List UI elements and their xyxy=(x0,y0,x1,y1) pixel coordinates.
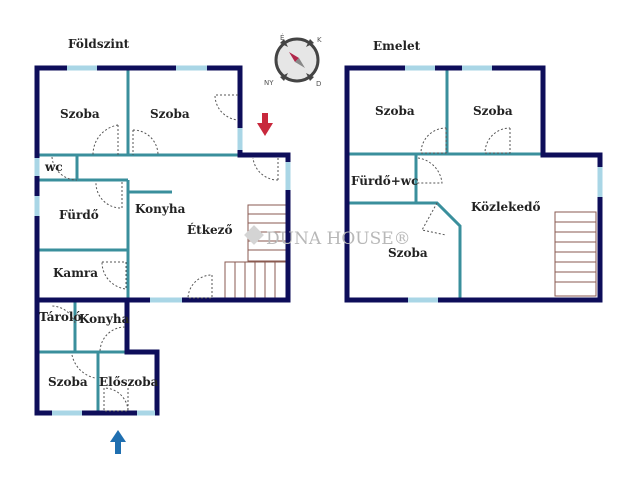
room-label: Szoba xyxy=(375,104,415,118)
watermark: DUNA HOUSE® xyxy=(244,225,411,249)
ground-stairs xyxy=(224,204,287,299)
room-label: Előszoba xyxy=(99,375,159,389)
room-label: wc xyxy=(44,160,63,174)
compass-north: É xyxy=(280,33,284,42)
room-label: Szoba xyxy=(48,375,88,389)
ground-floor-title: Földszint xyxy=(68,37,130,51)
upper-interior-walls xyxy=(347,68,543,300)
room-label: Konyha xyxy=(135,202,186,216)
ground-outer-walls xyxy=(34,65,291,416)
upper-floor-title: Emelet xyxy=(373,39,421,53)
watermark-logo-icon xyxy=(244,225,264,245)
room-label: Szoba xyxy=(473,104,513,118)
compass-south: D xyxy=(316,80,321,88)
windows xyxy=(34,65,603,416)
doors xyxy=(51,94,511,412)
ground-room-labels: Szoba Szoba wc Fürdő Konyha Étkező Kamra… xyxy=(39,107,232,389)
compass-icon: É K D NY xyxy=(264,33,322,88)
compass-east: K xyxy=(317,36,322,44)
room-label: Fürdő+wc xyxy=(351,174,418,188)
room-label: Étkező xyxy=(187,222,232,237)
watermark-text: DUNA HOUSE® xyxy=(266,229,411,249)
compass-west: NY xyxy=(264,79,274,87)
upper-room-labels: Szoba Szoba Fürdő+wc Közlekedő Szoba xyxy=(351,104,541,260)
upper-stairs xyxy=(554,211,597,297)
room-label: Közlekedő xyxy=(471,200,541,214)
entry-arrow-icon xyxy=(110,430,126,454)
ground-interior-walls xyxy=(37,68,240,413)
room-label: Szoba xyxy=(388,246,428,260)
room-label: Tároló xyxy=(39,310,81,324)
entrance-arrow-icon xyxy=(257,113,273,136)
room-label: Kamra xyxy=(53,266,98,280)
room-label: Szoba xyxy=(60,107,100,121)
room-label: Szoba xyxy=(150,107,190,121)
room-label: Konyha xyxy=(79,312,130,326)
upper-outer-walls xyxy=(344,65,603,303)
room-label: Fürdő xyxy=(59,208,99,222)
